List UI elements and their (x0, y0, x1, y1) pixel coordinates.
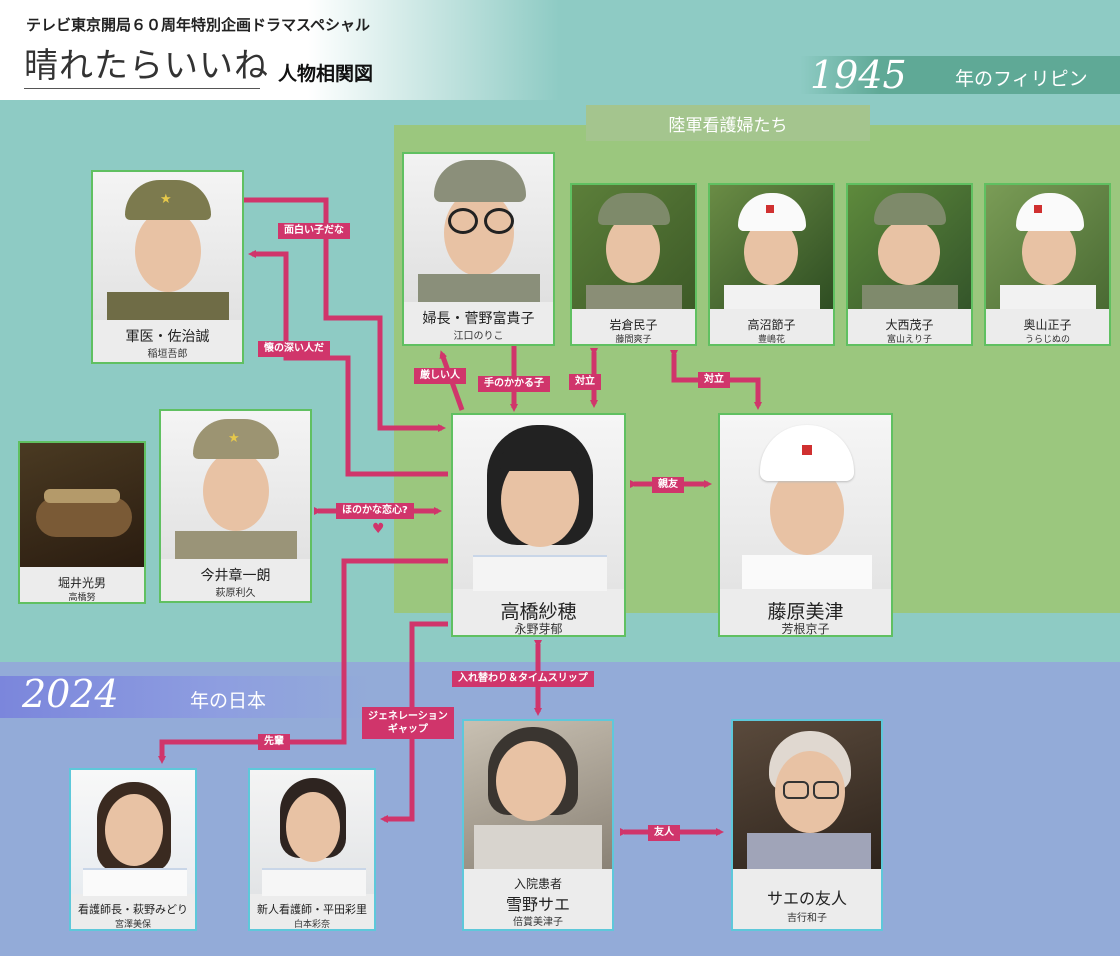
relation-tag-futokoro: 懐の深い人だ (258, 341, 330, 357)
character-card-okuyama[interactable]: 奥山正子 うらじぬの (984, 183, 1111, 346)
character-photo (848, 185, 971, 309)
character-card-takanuma[interactable]: 高沼節子 豊嶋花 (708, 183, 835, 346)
relation-tag-senpai: 先輩 (258, 734, 290, 750)
era-1945-label: 年のフィリピン (955, 68, 1088, 90)
character-card-fujiwara[interactable]: 藤原美津 芳根京子 (718, 413, 893, 637)
relation-tag-honokana: ほのかな恋心? (336, 503, 414, 519)
character-role: 高橋紗穂 (500, 601, 577, 623)
character-card-takahashi[interactable]: 高橋紗穂 永野芽郁 (451, 413, 626, 637)
character-role-prefix: 入院患者 (513, 877, 562, 891)
relation-tag-tairitsu-1: 対立 (569, 374, 601, 390)
character-card-iwakura[interactable]: 岩倉民子 藤間爽子 (570, 183, 697, 346)
character-actor: 永野芽郁 (514, 622, 563, 636)
title-underline (24, 88, 260, 89)
character-actor: 江口のりこ (453, 331, 504, 342)
character-actor: 吉行和子 (787, 913, 827, 924)
header-background (0, 0, 560, 100)
character-actor: うらじぬの (1024, 335, 1070, 345)
character-actor: 稲垣吾郎 (147, 349, 188, 360)
character-role: 今井章一朗 (200, 568, 271, 584)
era-1945-year: 1945 (810, 53, 907, 97)
character-photo (720, 415, 891, 589)
relation-tag-tairitsu-2: 対立 (698, 372, 730, 388)
character-actor: 高橋努 (68, 593, 96, 603)
relation-tag-generation-line1: ジェネレーション (368, 711, 448, 722)
character-role: サエの友人 (766, 889, 847, 908)
drama-subtitle: テレビ東京開局６０周年特別企画ドラマスペシャル (26, 16, 370, 34)
character-role: 藤原美津 (767, 601, 844, 623)
character-role: 軍医・佐治誠 (125, 329, 210, 345)
character-card-sata[interactable]: ★ 軍医・佐治誠 稲垣吾郎 (91, 170, 244, 364)
character-photo (20, 443, 144, 567)
character-card-yukino[interactable]: 入院患者 雪野サエ 倍賞美津子 (462, 719, 614, 931)
relation-tag-yujin: 友人 (648, 825, 680, 841)
character-role: 雪野サエ (505, 895, 570, 914)
character-photo: ★ (161, 411, 310, 559)
character-card-onishi[interactable]: 大西茂子 富山えり子 (846, 183, 973, 346)
character-actor: 藤間爽子 (615, 335, 652, 345)
character-photo (710, 185, 833, 309)
era-1945-banner (800, 56, 1120, 94)
relation-tag-tenokakaru: 手のかかる子 (478, 376, 550, 392)
character-card-horii[interactable]: 堀井光男 高橋努 (18, 441, 146, 604)
character-actor: 富山えり子 (886, 335, 932, 345)
character-actor: 芳根京子 (781, 622, 830, 636)
relation-tag-generation: ジェネレーション ギャップ (362, 707, 454, 739)
character-photo (404, 154, 553, 302)
character-photo (464, 721, 612, 869)
character-actor: 豊嶋花 (757, 335, 785, 345)
character-role: 奥山正子 (1023, 318, 1072, 332)
army-nurses-label: 陸軍看護婦たち (668, 116, 788, 136)
line-sata-to-takahashi (244, 197, 446, 432)
character-photo (71, 770, 195, 896)
character-photo (572, 185, 695, 309)
character-card-sugano[interactable]: 婦長・菅野富貴子 江口のりこ (402, 152, 555, 346)
character-photo: ★ (93, 172, 242, 320)
star-icon: ★ (160, 192, 172, 207)
character-card-hirata[interactable]: 新人看護師・平田彩里 白本彩奈 (248, 768, 376, 931)
character-photo (733, 721, 881, 869)
character-role: 婦長・菅野富貴子 (422, 311, 535, 327)
diagram-label: 人物相関図 (278, 63, 374, 85)
heart-icon: ♥ (372, 521, 385, 537)
era-2024-label: 年の日本 (190, 690, 267, 712)
character-role: 新人看護師・平田彩里 (257, 903, 367, 916)
era-2024-year: 2024 (22, 672, 119, 716)
drama-title: 晴れたらいいね (24, 46, 269, 86)
relation-tag-generation-line2: ギャップ (387, 724, 428, 735)
character-actor: 倍賞美津子 (513, 917, 563, 928)
relation-tag-omoshiroi: 面白い子だな (278, 223, 350, 239)
character-card-hagino[interactable]: 看護師長・萩野みどり 宮澤美保 (69, 768, 197, 931)
character-photo (986, 185, 1109, 309)
character-role: 岩倉民子 (609, 318, 658, 332)
character-actor: 白本彩奈 (293, 920, 330, 930)
line-takahashi-to-sata (248, 250, 448, 477)
character-card-sae-friend[interactable]: サエの友人 吉行和子 (731, 719, 883, 931)
era-2024-banner (0, 676, 370, 718)
character-role: 大西茂子 (885, 318, 934, 332)
character-card-imai[interactable]: ★ 今井章一朗 萩原利久 (159, 409, 312, 603)
character-role: 高沼節子 (747, 318, 796, 332)
character-photo (453, 415, 624, 591)
character-role: 堀井光男 (57, 576, 106, 590)
relation-tag-irekawari: 入れ替わり＆タイムスリップ (452, 671, 594, 687)
star-icon: ★ (228, 431, 240, 446)
character-actor: 宮澤美保 (114, 920, 151, 930)
relation-tag-kibishii: 厳しい人 (414, 368, 466, 384)
line-takahashi-to-hagino (158, 558, 448, 764)
character-role: 看護師長・萩野みどり (78, 903, 188, 916)
character-photo (250, 770, 374, 896)
relation-tag-shinyu: 親友 (652, 477, 684, 493)
character-actor: 萩原利久 (215, 588, 256, 599)
army-nurses-tab (586, 105, 870, 141)
